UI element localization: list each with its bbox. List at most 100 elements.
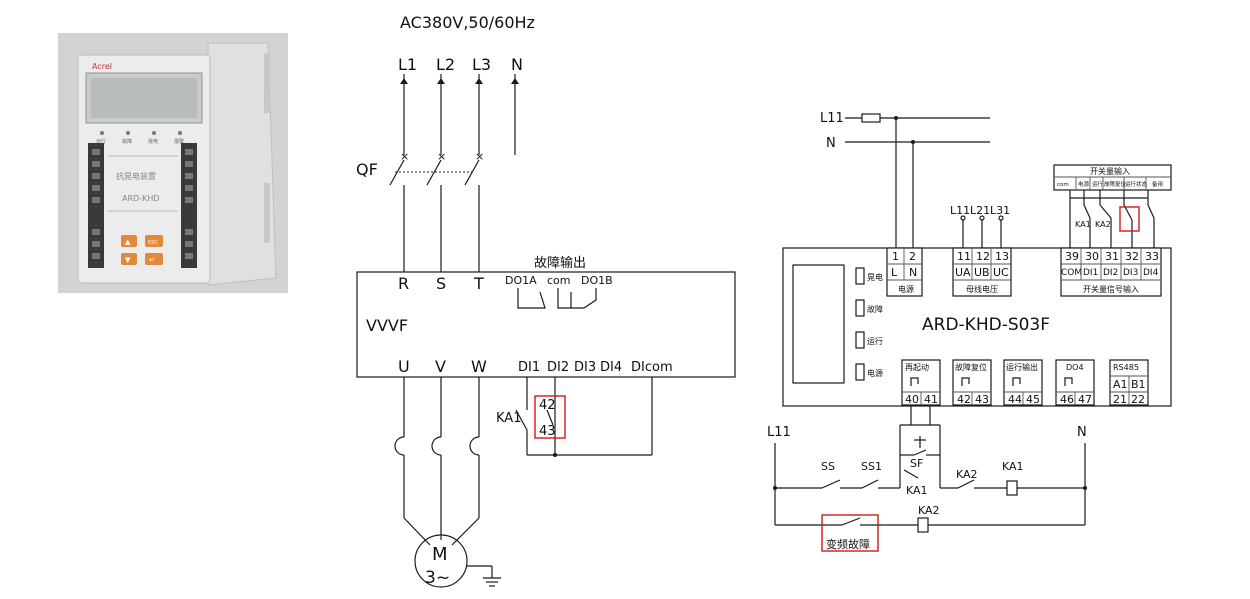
switch-col-run: 运行 bbox=[1092, 180, 1104, 188]
switch-col-com: com bbox=[1057, 182, 1069, 188]
bus-voltage-l11: L11 bbox=[950, 204, 970, 217]
fault-relay-contacts bbox=[517, 288, 597, 309]
control-right-label: N bbox=[1077, 425, 1087, 440]
output-reset-title: 故障复位 bbox=[955, 362, 987, 372]
switch-col-spare: 备用 bbox=[1152, 180, 1163, 188]
device-front-title: 抗晃电装置 bbox=[116, 171, 156, 181]
vfd-box bbox=[356, 271, 736, 378]
di-name-di3: DI3 bbox=[1123, 268, 1138, 278]
di-num-30: 30 bbox=[1085, 250, 1099, 263]
fault-contact-do1a: DO1A bbox=[505, 274, 537, 287]
device-photo: Acrel 运行 故障 晃电 报警 抗晃电装置 ARD-KHD E bbox=[58, 33, 288, 293]
down-arrow-icon: ▼ bbox=[125, 256, 131, 264]
indicator-run: 运行 bbox=[96, 138, 106, 145]
output-block-restart: 再起动 40 41 bbox=[901, 359, 941, 406]
vfd-fault-highlight bbox=[821, 514, 879, 552]
phase-l1-label: L1 bbox=[398, 55, 417, 74]
output-block-rs485: RS485 A1 B1 21 22 bbox=[1109, 359, 1149, 406]
di-name-di1: DI1 bbox=[1083, 268, 1098, 278]
right-line-label: L11 bbox=[820, 111, 844, 126]
di-num-32: 32 bbox=[1125, 250, 1139, 263]
switch-input-cols: com 电源 运行 故障复位 运行状态 备用 bbox=[1057, 177, 1163, 190]
output-do4-num-46: 46 bbox=[1060, 393, 1074, 406]
ka-pin-42: 42 bbox=[539, 398, 556, 413]
fault-output-title: 故障输出 bbox=[534, 255, 586, 271]
di-caption: 开关量信号输入 bbox=[1083, 284, 1139, 294]
ka-pin-43: 43 bbox=[539, 424, 556, 439]
ka1-label-left: KA1 bbox=[496, 411, 521, 426]
power-name-n: N bbox=[909, 266, 917, 279]
output-restart-title: 再起动 bbox=[905, 362, 929, 372]
di-terminal-3: DI3 bbox=[574, 360, 596, 375]
output-w: W bbox=[471, 357, 487, 376]
power-caption: 电源 bbox=[898, 284, 914, 294]
di-terminal-block: 39 30 31 32 33 COM DI1 DI2 DI3 DI4 开关量信号… bbox=[1060, 247, 1162, 297]
switch-ka2: KA2 bbox=[1095, 220, 1111, 229]
switch-col-status: 运行状态 bbox=[1125, 180, 1148, 188]
control-ka2-coil: KA2 bbox=[918, 504, 940, 517]
output-restart-num-40: 40 bbox=[905, 393, 919, 406]
di-terminal-2: DI2 bbox=[547, 360, 569, 375]
up-arrow-icon: ▲ bbox=[125, 238, 131, 246]
vfd-name: VVVF bbox=[366, 316, 408, 335]
output-u: U bbox=[398, 357, 410, 376]
supply-wires bbox=[400, 74, 519, 155]
device-side-indicators: 晃电 故障 运行 电源 bbox=[855, 267, 883, 381]
control-ka1-coil: KA1 bbox=[1002, 460, 1024, 473]
breaker-qf: × × × bbox=[389, 150, 484, 272]
di-name-com: COM bbox=[1061, 268, 1082, 278]
voltage-caption: 母线电压 bbox=[966, 284, 998, 294]
di-terminal-com: DIcom bbox=[631, 360, 673, 375]
output-reset-num-43: 43 bbox=[975, 393, 989, 406]
esc-button-label: ESC bbox=[148, 240, 158, 246]
output-reset-num-42: 42 bbox=[957, 393, 971, 406]
di-name-di4: DI4 bbox=[1143, 268, 1159, 278]
di-num-33: 33 bbox=[1145, 250, 1159, 263]
svg-text:×: × bbox=[475, 150, 484, 163]
side-label-power: 电源 bbox=[867, 368, 883, 378]
fault-contact-com: com bbox=[547, 274, 571, 287]
output-block-reset: 故障复位 42 43 bbox=[952, 359, 992, 406]
supply-bus bbox=[845, 113, 990, 248]
output-run-num-44: 44 bbox=[1008, 393, 1022, 406]
output-rs485-title: RS485 bbox=[1113, 363, 1139, 372]
voltage-name-ua: UA bbox=[955, 266, 971, 279]
control-sf: SF bbox=[910, 457, 923, 470]
side-label-fault: 故障 bbox=[867, 304, 883, 314]
output-do4-title: DO4 bbox=[1066, 363, 1084, 372]
voltage-num-13: 13 bbox=[995, 250, 1009, 263]
motor-m-label: M bbox=[432, 544, 448, 565]
switch-input-header-box bbox=[1053, 164, 1172, 191]
device-model: ARD-KHD-S03F bbox=[922, 315, 1050, 335]
power-name-l: L bbox=[891, 266, 898, 279]
switch-col-power: 电源 bbox=[1078, 180, 1090, 188]
switch-input-wiring bbox=[1069, 190, 1155, 248]
input-r: R bbox=[398, 274, 409, 293]
output-run-num-45: 45 bbox=[1026, 393, 1040, 406]
supply-label: AC380V,50/60Hz bbox=[400, 13, 535, 32]
control-ka2: KA2 bbox=[956, 468, 978, 481]
voltage-terminal-block: 11 12 13 UA UB UC 母线电压 bbox=[952, 247, 1012, 297]
di-num-39: 39 bbox=[1065, 250, 1079, 263]
voltage-num-12: 12 bbox=[976, 250, 990, 263]
svg-text:×: × bbox=[437, 150, 446, 163]
switch-col-reset: 故障复位 bbox=[1104, 180, 1127, 188]
enter-icon: ↵ bbox=[149, 256, 155, 264]
indicator-fault: 故障 bbox=[122, 138, 132, 145]
power-num-2: 2 bbox=[909, 250, 916, 263]
di-terminal-1: DI1 bbox=[518, 360, 540, 375]
device-display bbox=[792, 264, 845, 384]
phase-l3-label: L3 bbox=[472, 55, 491, 74]
bus-voltage-taps bbox=[960, 215, 1004, 248]
di-terminal-4: DI4 bbox=[600, 360, 622, 375]
di-wiring bbox=[515, 377, 653, 457]
breaker-label: QF bbox=[356, 160, 378, 179]
bus-voltage-l31: L31 bbox=[990, 204, 1010, 217]
fault-contact-do1b: DO1B bbox=[581, 274, 613, 287]
indicator-sag: 晃电 bbox=[148, 138, 158, 145]
di-name-di2: DI2 bbox=[1103, 268, 1118, 278]
switch-ka1: KA1 bbox=[1075, 220, 1091, 229]
output-rs485-num-22: 22 bbox=[1131, 393, 1145, 406]
